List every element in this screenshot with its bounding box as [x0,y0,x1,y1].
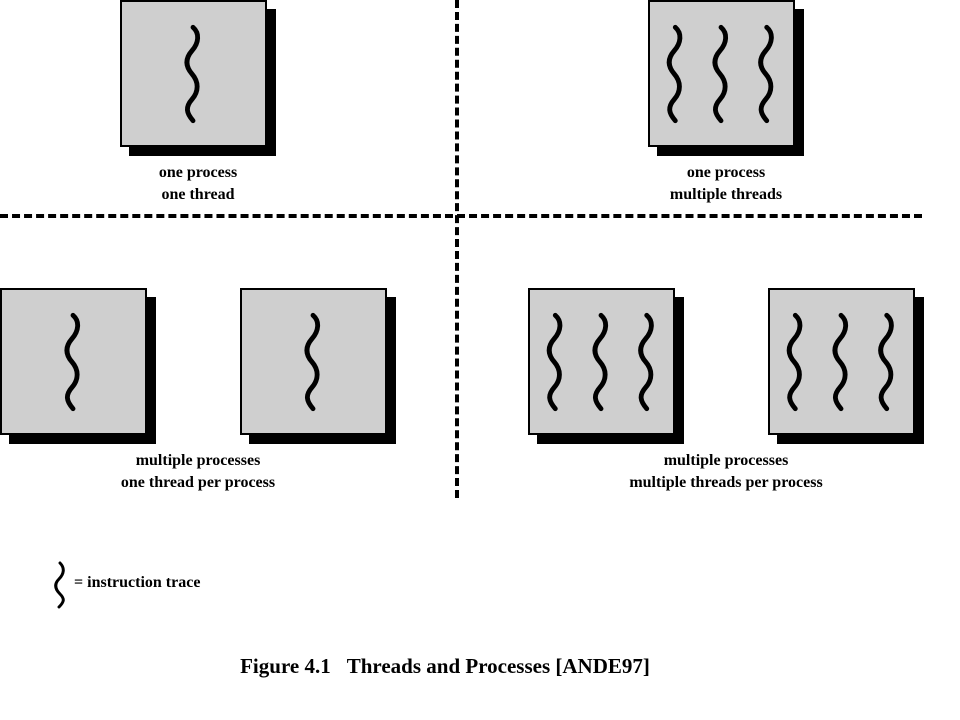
thread-group [786,312,894,412]
quadrant-caption: one process one thread [120,162,276,206]
thread-group [666,24,774,124]
figure-title: Threads and Processes [ANDE97] [346,654,650,678]
instruction-trace-icon [592,312,609,412]
caption-line: multiple processes [663,452,789,469]
caption-line: one thread per process [120,474,276,491]
caption-line: multiple threads per process [629,474,823,491]
instruction-trace-icon [832,312,849,412]
legend-text: = instruction trace [74,574,201,591]
thread-group [184,24,201,124]
quadrant-caption: multiple processes multiple threads per … [596,450,856,494]
quadrant-caption: one process multiple threads [608,162,844,206]
process-box [120,0,267,147]
instruction-trace-icon [54,561,65,609]
instruction-trace-icon [546,312,563,412]
instruction-trace-icon [184,24,201,124]
instruction-trace-icon [758,24,774,124]
quadrant-divider-horizontal [0,214,922,218]
caption-line: multiple processes [135,452,261,469]
instruction-trace-icon [304,312,321,412]
thread-group [546,312,654,412]
caption-line: one thread [161,186,235,203]
thread-group [304,312,321,412]
legend: = instruction trace [50,560,310,610]
instruction-trace-icon [712,24,729,124]
process-box [528,288,675,435]
instruction-trace-icon [64,312,81,412]
caption-line: one process [686,164,766,181]
instruction-trace-icon [878,312,894,412]
process-box [0,288,147,435]
instruction-trace-icon [638,312,654,412]
figure-caption: Figure 4.1 Threads and Processes [ANDE97] [0,654,890,679]
caption-line: one process [158,164,238,181]
process-box [648,0,795,147]
quadrant-divider-vertical [455,0,459,498]
quadrant-caption: multiple processes one thread per proces… [88,450,308,494]
figure-number: Figure 4.1 [240,654,331,678]
process-box [240,288,387,435]
thread-group [64,312,81,412]
instruction-trace-icon [666,24,683,124]
instruction-trace-icon [786,312,803,412]
process-box [768,288,915,435]
caption-line: multiple threads [669,186,783,203]
